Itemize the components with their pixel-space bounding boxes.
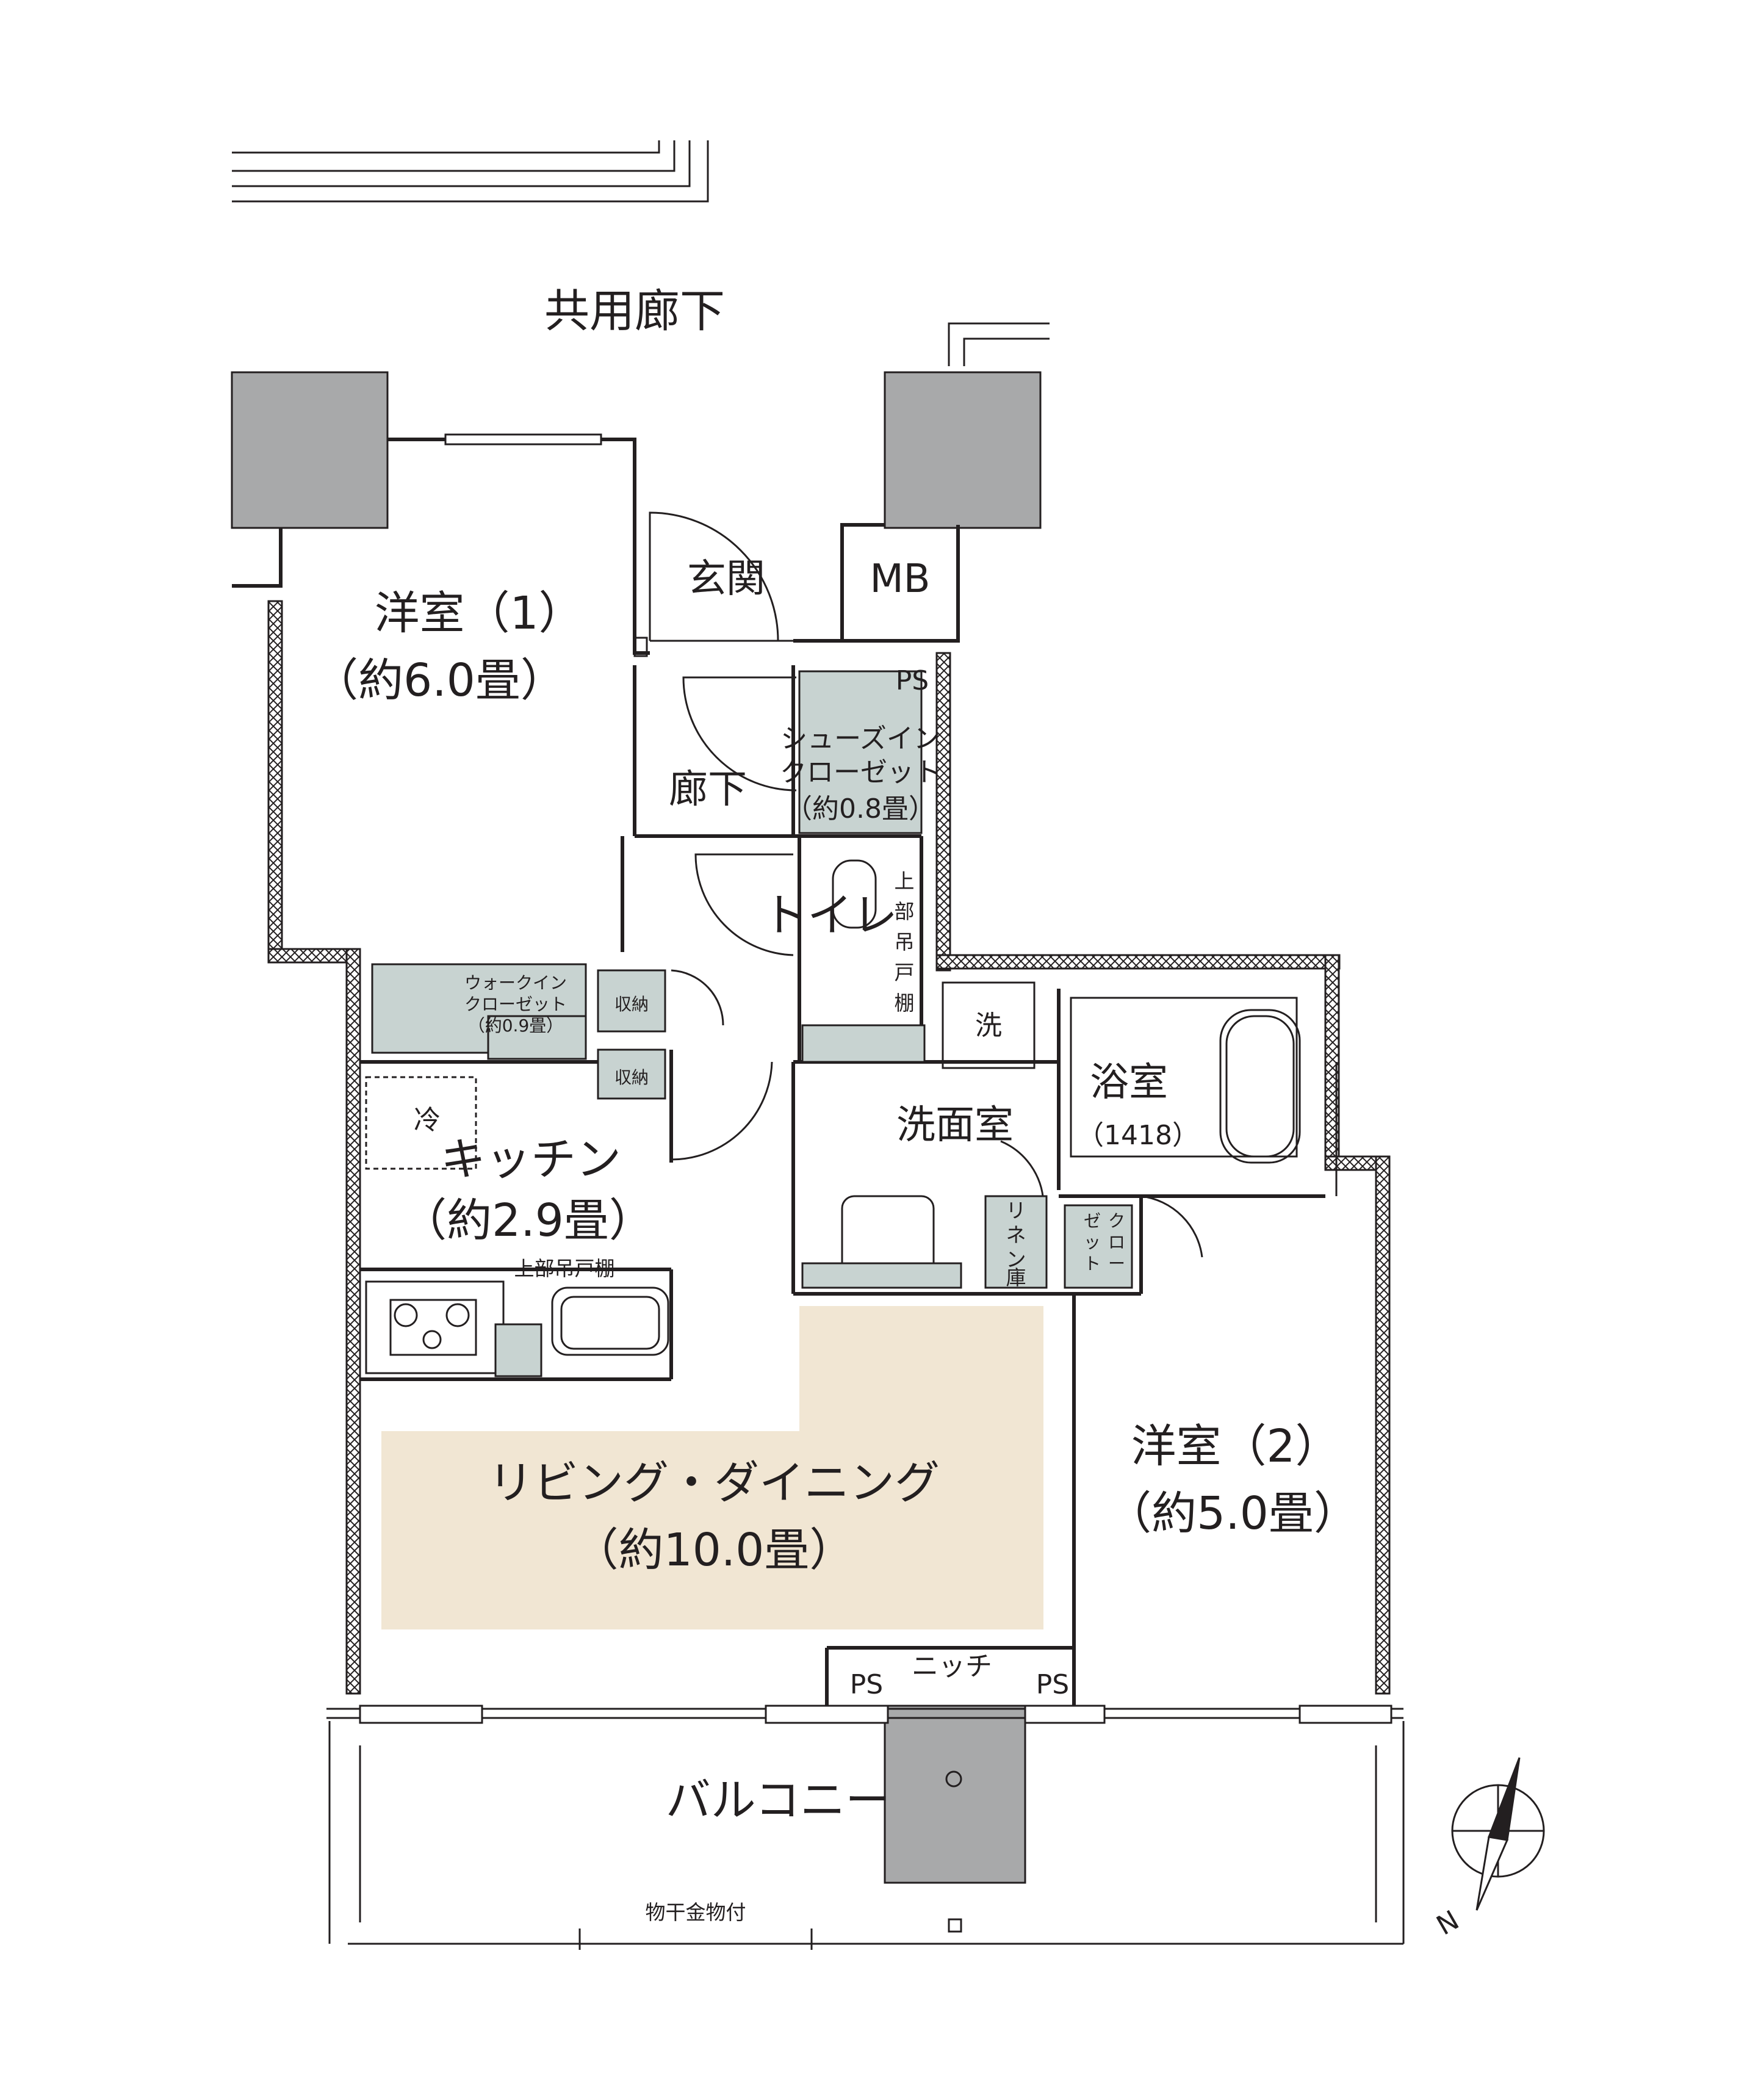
bath-size: （1418） [1077,1120,1199,1151]
column-top-left [231,371,389,529]
western2-name: 洋室（2） [1131,1420,1340,1473]
storage-areas [371,670,1133,1377]
linen-fill [984,1195,1048,1289]
washroom-label: 洗面室 [896,1103,1014,1148]
linen-label: リ ネ ン 庫 [1006,1199,1026,1290]
shoes-closet-line1: シューズイン [780,723,940,754]
living-size: （約10.0畳） [574,1524,855,1576]
column-balcony [884,1705,1026,1884]
exterior-walls [267,600,1391,1695]
walkin-closet-line2: クローゼット [464,994,567,1014]
western1-size: （約6.0畳） [313,654,566,707]
svg-text:ト: ト [1084,1254,1101,1274]
corridor-label: 共用廊下 [544,285,725,337]
hallway-label: 廊下 [669,767,747,812]
overhead-cabinet-vertical: 上 部 吊 戸 棚 [895,869,915,1015]
svg-text:ク: ク [1108,1211,1125,1231]
svg-text:ロ: ロ [1108,1232,1125,1252]
svg-text:ゼ: ゼ [1084,1211,1101,1231]
living-name: リビング・ダイニング [488,1457,940,1509]
corridor-railing [232,140,1050,366]
overhead-cabinet-label: 上部吊戸棚 [514,1257,615,1280]
ps-right-label: PS [1036,1669,1069,1700]
walkin-closet-fill-2 [487,1015,587,1060]
svg-text:吊: 吊 [895,930,915,954]
balcony-label: バルコニー [666,1774,891,1827]
ps-left-label: PS [850,1669,883,1700]
washer-label: 洗 [975,1010,1002,1041]
toilet-label: トイレ [762,889,898,942]
svg-text:部: 部 [895,900,915,923]
closet-label: ク ロ ー ゼ ッ ト [1084,1211,1125,1274]
svg-text:ッ: ッ [1084,1232,1101,1252]
western1-name: 洋室（1） [374,587,583,640]
shoes-closet-line2: クローゼット [780,757,941,788]
living-dining-area [381,1306,1043,1629]
column-top-right [884,371,1042,529]
door-swings [649,511,1203,1258]
svg-text:ン: ン [1006,1247,1026,1271]
walkin-closet-line1: ウォークイン [464,973,567,993]
interior-walls [232,438,1325,1706]
walkin-closet-size: （約0.9畳） [468,1016,564,1036]
washroom-counter-fill [801,1262,962,1289]
niche-label: ニッチ [912,1651,992,1682]
svg-text:上: 上 [895,869,915,893]
kitchen-cabinet-fill [494,1323,542,1377]
svg-text:戸: 戸 [895,961,915,984]
bath-name: 浴室 [1090,1060,1168,1105]
svg-text:ネ: ネ [1006,1223,1026,1247]
svg-text:庫: 庫 [1006,1266,1026,1290]
windows-and-thin-lines [326,433,1405,1950]
columns [231,371,1042,1884]
shoes-closet-fill [798,670,923,834]
storage2-fill [597,1048,666,1100]
svg-text:リ: リ [1006,1199,1026,1222]
svg-text:棚: 棚 [895,991,915,1015]
storage2-label: 収納 [614,1067,649,1088]
western2-size: （約5.0畳） [1106,1487,1359,1540]
toilet-shelf-fill [801,1024,926,1063]
kitchen-name: キッチン [441,1133,621,1186]
shoes-closet-size: （約0.8畳） [785,793,935,824]
storage1-label: 収納 [614,994,649,1014]
mb-label: MB [870,557,930,602]
compass-north-label: N [1432,1905,1464,1942]
compass-icon [1451,1757,1545,1911]
closet-fill [1064,1204,1133,1289]
ps-top-label: PS [896,665,929,696]
kitchen-size: （約2.9畳） [402,1194,654,1247]
svg-text:ー: ー [1108,1254,1125,1274]
drying-hardware-label: 物干金物付 [646,1900,746,1924]
fridge-label: 冷 [414,1105,441,1136]
entrance-label: 玄関 [687,557,765,602]
storage1-fill [597,969,666,1033]
